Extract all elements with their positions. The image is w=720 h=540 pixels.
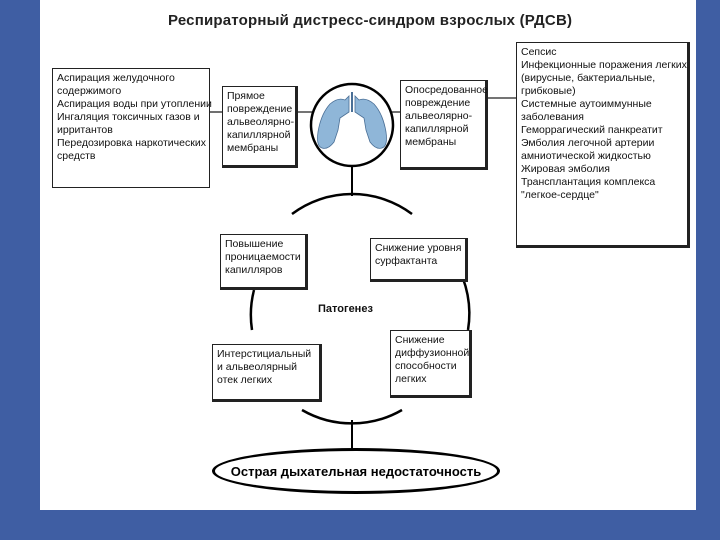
diffusion-line: диффузионной [395,347,470,359]
causes-right-line: амниотической жидкостью [521,150,651,162]
indirect-injury-line: мембраны [405,136,457,148]
permeability-line: Повышение [225,238,284,250]
slide-sheet: Респираторный дистресс-синдром взрослых … [40,0,696,510]
surfactant-line: Снижение уровня [375,242,462,254]
indirect-injury-line: капиллярной [405,123,469,135]
causes-right-line: Системные аутоиммунные [521,98,652,110]
causes-right-line: (вирусные, бактериальные, [521,72,656,84]
diffusion-line: легких [395,373,427,385]
surfactant-box: Снижение уровня сурфактанта [370,238,468,282]
causes-left-line: Аспирация желудочного [57,72,175,84]
indirect-injury-line: Опосредованное [405,84,488,96]
causes-right-line: заболевания [521,111,584,123]
indirect-injury-box: Опосредованное повреждение альвеолярно- … [400,80,488,170]
indirect-injury-line: альвеолярно- [405,110,473,122]
causes-right-line: Сепсис [521,46,557,58]
causes-right-line: Эмболия легочной артерии [521,137,655,149]
causes-right-line: Инфекционные поражения легких [521,59,687,71]
causes-right-line: грибковые) [521,85,576,97]
diagram-connectors [210,82,516,450]
direct-injury-line: капиллярной [227,129,291,141]
causes-left-line: Передозировка наркотических [57,137,206,149]
direct-injury-line: повреждение [227,103,293,115]
edema-line: Интерстициальный [217,348,312,360]
permeability-line: проницаемости [225,251,301,263]
direct-injury-box: Прямое повреждение альвеолярно- капилляр… [222,86,298,168]
pathogenesis-label: Патогенез [318,303,373,315]
causes-right-line: "легкое-сердце" [521,189,599,201]
causes-right-line: Жировая эмболия [521,163,610,175]
direct-injury-line: мембраны [227,142,279,154]
outcome-text: Острая дыхательная недостаточность [230,463,482,479]
permeability-box: Повышение проницаемости капилляров [220,234,308,290]
surfactant-line: сурфактанта [375,255,438,267]
diffusion-box: Снижение диффузионной способности легких [390,330,472,398]
diffusion-line: способности [395,360,457,372]
diffusion-line: Снижение [395,334,445,346]
indirect-injury-line: повреждение [405,97,471,109]
page-title: Респираторный дистресс-синдром взрослых … [168,12,573,29]
causes-left-line: Ингаляция токсичных газов и [57,111,200,123]
causes-left-line: средств [57,150,96,162]
outcome-oval: Острая дыхательная недостаточность [212,448,500,494]
cycle-arc-top [291,192,413,216]
direct-injury-line: Прямое [227,90,265,102]
cycle-arc-left [249,289,256,331]
causes-right-line: Геморрагический панкреатит [521,124,663,136]
edema-box: Интерстициальный и альвеолярный отек лег… [212,344,322,402]
causes-left-line: содержимого [57,85,122,97]
causes-right-line: Трансплантация комплекса [521,176,656,188]
causes-right-box: Сепсис Инфекционные поражения легких (ви… [516,42,690,248]
lungs-icon [317,92,387,149]
causes-left-line: Аспирация воды при утоплении [57,98,212,110]
edema-line: и альвеолярный [217,361,297,373]
direct-injury-line: альвеолярно- [227,116,295,128]
causes-left-box: Аспирация желудочного содержимого Аспира… [52,68,212,188]
edema-line: отек легких [217,374,273,386]
permeability-line: капилляров [225,264,283,276]
causes-left-line: ирритантов [57,124,113,136]
